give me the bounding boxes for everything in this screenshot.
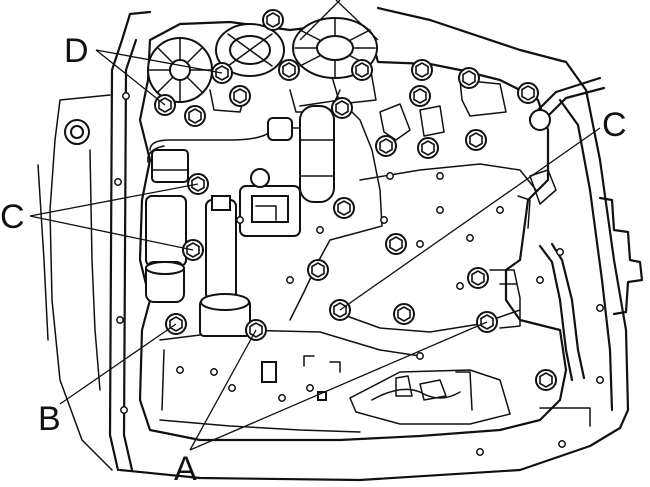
- right-hardware: [261, 76, 606, 427]
- leader-d1: [95, 49, 223, 74]
- callout-c-right: C: [602, 106, 627, 144]
- leader-a2: [189, 321, 488, 451]
- leader-c2: [29, 215, 194, 251]
- callouts: D C C B A: [0, 32, 627, 487]
- callout-a: A: [174, 450, 197, 487]
- callout-b: B: [38, 400, 61, 438]
- leader-c3: [339, 127, 601, 311]
- transmission-case: [37, 6, 644, 482]
- left-solenoids: [145, 105, 335, 337]
- leader-lines: [29, 0, 601, 451]
- callout-c-left: C: [0, 198, 25, 236]
- leader-d2: [95, 49, 166, 106]
- solenoid-cluster: [147, 17, 378, 113]
- leader-b: [59, 323, 177, 405]
- leader-a1: [189, 329, 257, 451]
- holes: [114, 92, 604, 456]
- leader-c1: [29, 183, 199, 217]
- callout-d: D: [64, 32, 89, 70]
